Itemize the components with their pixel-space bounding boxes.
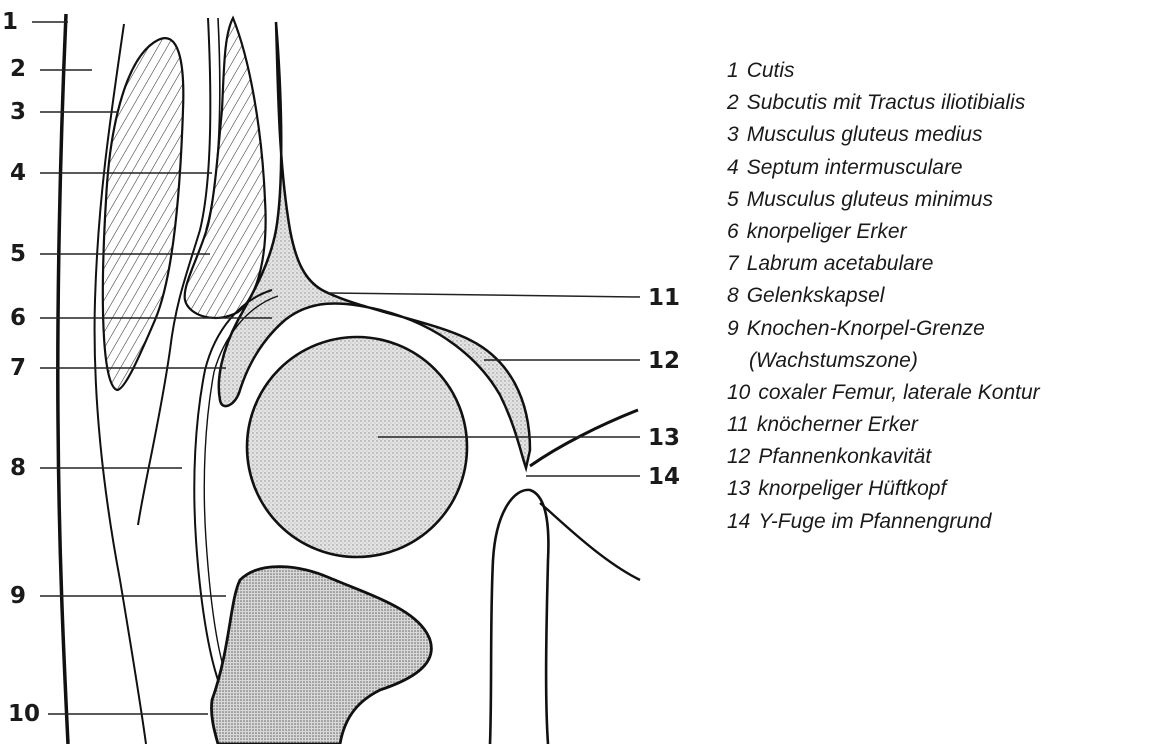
- diagram-number-5: 5: [10, 241, 26, 267]
- legend-item-number: 11: [727, 413, 749, 436]
- cutis-contour: [58, 14, 68, 744]
- legend-item: 3 Musculus gluteus medius: [727, 119, 1040, 151]
- legend-item-number: 7: [727, 252, 739, 275]
- legend-item: 1 Cutis: [727, 55, 1040, 87]
- legend-item: 9 Knochen-Knorpel-Grenze: [727, 313, 1040, 345]
- legend-item: 4 Septum intermusculare: [727, 152, 1040, 184]
- legend-item-label: Y-Fuge im Pfannengrund: [758, 510, 991, 533]
- legend-item-number: 14: [727, 510, 750, 533]
- diagram-number-2: 2: [10, 56, 26, 82]
- legend-item: 12 Pfannenkonkavität: [727, 441, 1040, 473]
- legend-item-number: 2: [727, 91, 739, 114]
- diagram-number-8: 8: [10, 455, 26, 481]
- diagram-number-7: 7: [10, 355, 26, 381]
- legend-item-number: 6: [727, 220, 739, 243]
- legend-item-label: Knochen-Knorpel-Grenze: [747, 317, 985, 340]
- legend-item-label: Gelenkskapsel: [747, 284, 885, 307]
- legend-item: 8 Gelenkskapsel: [727, 280, 1040, 312]
- legend-list: 1 Cutis 2 Subcutis mit Tractus iliotibialis…: [727, 55, 1040, 538]
- diagram-number-10: 10: [8, 701, 40, 727]
- legend-item-number: 4: [727, 156, 739, 179]
- legend-item: 11 knöcherner Erker: [727, 409, 1040, 441]
- legend-item-label: Pfannenkonkavität: [758, 445, 931, 468]
- legend-item: 5 Musculus gluteus minimus: [727, 184, 1040, 216]
- diagram-number-12: 12: [648, 348, 680, 374]
- legend-item-number: 1: [727, 59, 739, 82]
- legend-item-label: Subcutis mit Tractus iliotibialis: [747, 91, 1026, 114]
- legend-item-label: knöcherner Erker: [757, 413, 918, 436]
- legend-item-number: 10: [727, 381, 750, 404]
- legend-item-continuation: (Wachstumszone): [727, 345, 1040, 377]
- legend-item: 2 Subcutis mit Tractus iliotibialis: [727, 87, 1040, 119]
- legend-item-label: Cutis: [747, 59, 795, 82]
- y-fuge-line: [530, 410, 638, 466]
- legend-item-label: Labrum acetabulare: [747, 252, 934, 275]
- diagram-number-11: 11: [648, 285, 680, 311]
- femoral-head: [247, 337, 467, 557]
- legend-item-number: 8: [727, 284, 739, 307]
- ischium-contour: [490, 490, 548, 744]
- legend-item: 13 knorpeliger Hüftkopf: [727, 473, 1040, 505]
- legend-item-number: 12: [727, 445, 750, 468]
- legend-item-continuation-text: (Wachstumszone): [727, 349, 918, 372]
- legend-item-number: 5: [727, 188, 739, 211]
- legend-item-label: coxaler Femur, laterale Kontur: [758, 381, 1039, 404]
- legend-item-number: 9: [727, 317, 739, 340]
- legend-item: 10 coxaler Femur, laterale Kontur: [727, 377, 1040, 409]
- hip-anatomy-diagram: 1 2 3 4 5 6 7 8 9 10 11 12 13 14: [0, 0, 720, 744]
- diagram-number-3: 3: [10, 99, 26, 125]
- diagram-number-1: 1: [2, 9, 18, 35]
- legend-item-number: 3: [727, 123, 739, 146]
- diagram-number-6: 6: [10, 305, 26, 331]
- femur: [211, 567, 431, 744]
- legend-item-label: Musculus gluteus medius: [747, 123, 983, 146]
- diagram-number-9: 9: [10, 583, 26, 609]
- diagram-number-4: 4: [10, 160, 26, 186]
- diagram-number-13: 13: [648, 425, 680, 451]
- legend-item: 7 Labrum acetabulare: [727, 248, 1040, 280]
- legend-item-label: Septum intermusculare: [747, 156, 963, 179]
- legend-item-label: knorpeliger Erker: [747, 220, 907, 243]
- pubis-contour: [540, 503, 640, 580]
- legend-item-label: Musculus gluteus minimus: [747, 188, 993, 211]
- legend-item-label: knorpeliger Hüftkopf: [758, 477, 946, 500]
- diagram-number-14: 14: [648, 464, 680, 490]
- legend-item: 14 Y-Fuge im Pfannengrund: [727, 506, 1040, 538]
- legend-item: 6 knorpeliger Erker: [727, 216, 1040, 248]
- legend-item-number: 13: [727, 477, 750, 500]
- gluteus-minimus: [185, 18, 266, 318]
